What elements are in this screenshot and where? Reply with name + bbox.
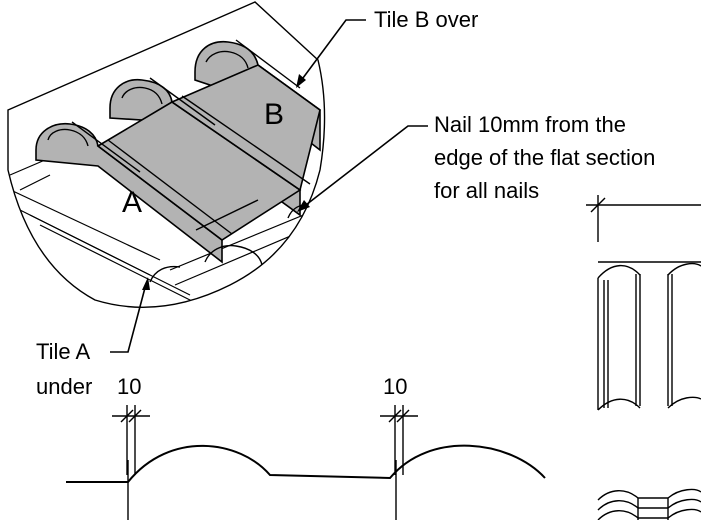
nail-label-line1: Nail 10mm from the [434,112,626,137]
tile-b-leader [299,19,366,83]
right-top-dimension [586,195,701,242]
tile-b-surfaces [35,41,321,264]
profile-curve [66,444,546,483]
tile-a-leader [110,283,147,353]
dimension-right [380,405,418,475]
nail-leader [301,125,428,209]
right-end-view [597,488,701,520]
nail-label-line2: edge of the flat section [434,145,656,170]
magnified-detail [8,39,325,306]
nail-label-line3: for all nails [434,178,540,203]
tile-a-label-line2: under [36,374,93,399]
tile-profile-section [66,444,546,520]
dimension-left-value: 10 [117,374,142,399]
nail-arrowhead [297,200,310,212]
magnifier-outline [7,1,326,308]
right-plan-view [597,261,701,411]
tile-a-arrowhead [142,277,150,290]
tile-b-letter: B [264,98,285,131]
tile-b-arrowhead [296,74,306,88]
dimension-left [112,405,150,475]
tile-b-label: Tile B over [374,7,479,32]
tile-a-letter: A [122,186,143,219]
dimension-right-value: 10 [383,374,408,399]
tile-a-label-line1: Tile A [36,339,91,364]
